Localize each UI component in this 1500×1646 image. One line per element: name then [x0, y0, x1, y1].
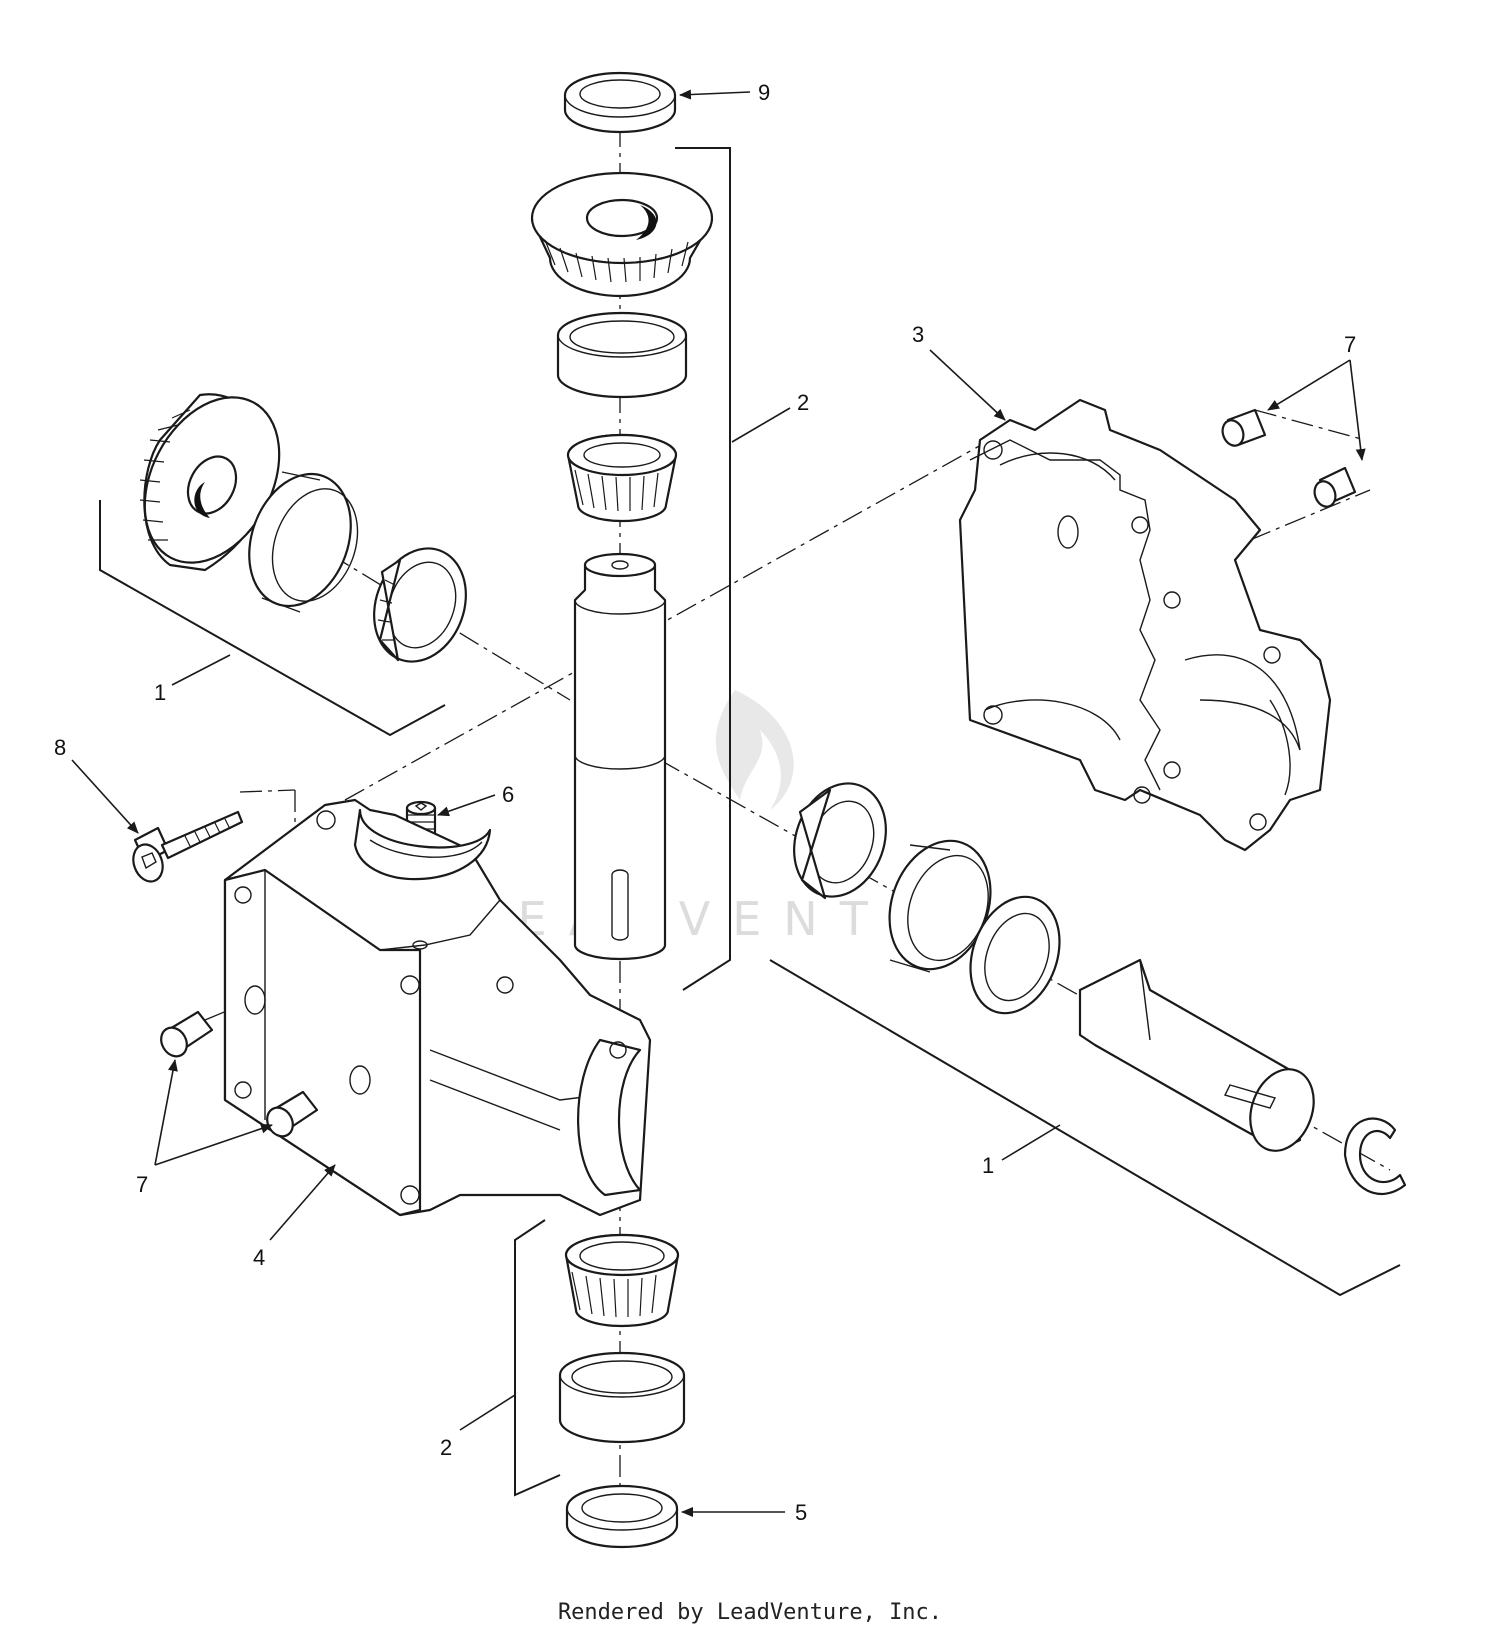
callout-2-lower: 2 — [440, 1435, 452, 1460]
callouts: 9 2 3 7 1 8 6 7 4 1 2 5 — [54, 80, 1356, 1525]
left-bearing-cup — [248, 471, 359, 613]
lower-cone-bearing — [564, 1233, 680, 1328]
top-seal — [563, 71, 677, 134]
bracket-2-upper — [675, 147, 731, 991]
upper-right-housing — [958, 398, 1332, 852]
callout-1-left: 1 — [154, 680, 166, 705]
upper-bearing-cup — [556, 311, 688, 399]
bracket-2-lower — [514, 1219, 561, 1497]
left-bevel-gear — [139, 393, 281, 572]
bracket-1-left — [99, 500, 446, 737]
upper-bevel-gear — [530, 171, 714, 298]
callout-7-right: 7 — [1344, 332, 1356, 357]
bottom-seal — [565, 1484, 679, 1549]
callout-8: 8 — [54, 735, 66, 760]
circlip — [1343, 1117, 1407, 1195]
bracket-1-right — [769, 959, 1401, 1297]
upper-cone-bearing — [566, 433, 678, 523]
callout-4: 4 — [253, 1245, 265, 1270]
right-cone-bearing — [793, 782, 887, 900]
footer-credit: Rendered by LeadVenture, Inc. — [557, 1600, 943, 1625]
set-screws-left — [160, 1010, 319, 1138]
lower-housing — [223, 798, 652, 1217]
callout-9: 9 — [758, 80, 770, 105]
right-seal — [969, 895, 1061, 1015]
cap-screw — [132, 810, 244, 883]
callout-6: 6 — [502, 782, 514, 807]
vertical-shaft — [573, 552, 667, 961]
leader-lines — [71, 89, 1366, 1517]
callout-1-right: 1 — [982, 1153, 994, 1178]
set-screws-right — [1221, 408, 1357, 508]
left-cone-bearing — [373, 547, 467, 663]
callout-7-left: 7 — [136, 1172, 148, 1197]
callout-5: 5 — [795, 1500, 807, 1525]
callout-3: 3 — [912, 322, 924, 347]
callout-2-upper: 2 — [797, 390, 809, 415]
output-shaft — [1078, 958, 1315, 1152]
lower-bearing-cup — [558, 1351, 686, 1444]
